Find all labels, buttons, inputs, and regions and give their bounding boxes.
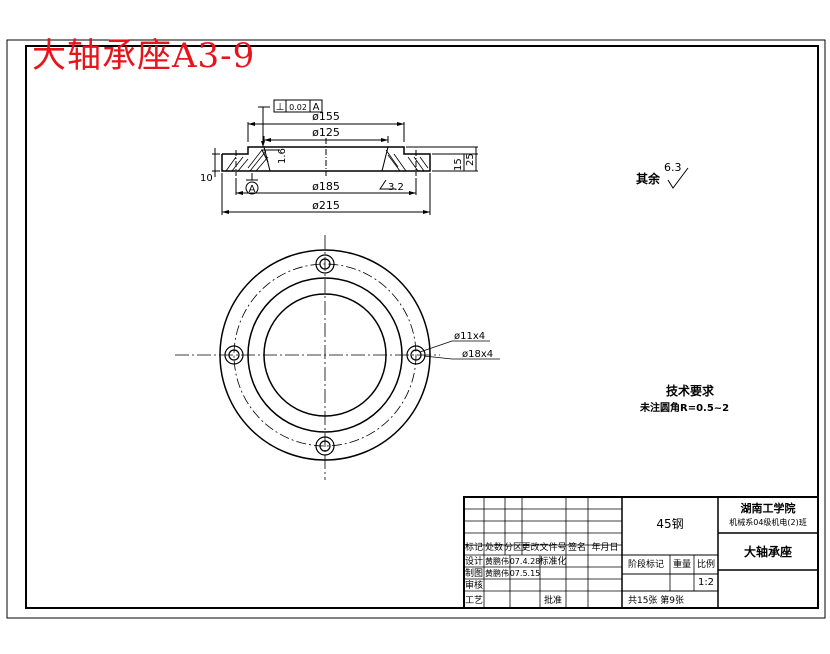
requirements-title: 技术要求 bbox=[666, 383, 715, 398]
drawing-title: 大轴承座A3-9 bbox=[32, 36, 256, 76]
tb-review: 审核 bbox=[465, 579, 483, 591]
tb-stage-mark: 阶段标记 bbox=[628, 558, 664, 570]
section-view bbox=[212, 106, 478, 215]
tb-design: 设计 bbox=[465, 555, 483, 567]
tb-h-zone: 分区 bbox=[504, 542, 522, 553]
tb-drafter-date: 07.5.15 bbox=[510, 569, 541, 578]
tb-design-name: 黄鹏伟 bbox=[485, 556, 509, 566]
tb-h-sign: 签名 bbox=[568, 541, 586, 553]
dim-d215: ø215 bbox=[312, 199, 340, 212]
tb-h-date: 年月日 bbox=[591, 541, 618, 553]
plan-view bbox=[175, 235, 500, 480]
hole-label-small: ø11x4 bbox=[454, 331, 485, 342]
tb-approve: 批准 bbox=[544, 594, 562, 606]
tb-h-count: 处数 bbox=[485, 541, 503, 553]
tolerance-datum: A bbox=[313, 102, 320, 113]
hole-label-large: ø18x4 bbox=[462, 349, 493, 360]
dimension-arrows bbox=[222, 122, 430, 214]
surface-note-symbol bbox=[667, 167, 689, 189]
surface-note-label: 其余 bbox=[636, 171, 661, 186]
tb-drafter: 制图 bbox=[465, 567, 483, 579]
dim-d185: ø185 bbox=[312, 180, 340, 193]
roughness-32: 3.2 bbox=[388, 182, 404, 193]
dim-h15: 15 bbox=[453, 158, 464, 171]
tolerance-value: 0.02 bbox=[289, 103, 307, 112]
tb-h-doc: 更改文件号 bbox=[521, 541, 566, 553]
bolt-hole-bottom bbox=[315, 436, 335, 456]
tolerance-frame: ⊥ 0.02 A bbox=[273, 99, 323, 113]
requirements-line1: 未注圆角R=0.5~2 bbox=[639, 401, 729, 414]
tb-design-date: 07.4.28 bbox=[510, 557, 541, 566]
tb-class: 机械系04级机电(2)班 bbox=[729, 517, 807, 527]
tb-drafter-name: 黄鹏伟 bbox=[485, 568, 509, 578]
tb-h-mark: 标记 bbox=[465, 541, 483, 553]
tb-weight: 重量 bbox=[673, 558, 691, 570]
tb-scale-value: 1:2 bbox=[698, 577, 714, 588]
hatch-left bbox=[225, 149, 269, 172]
tb-scale-label: 比例 bbox=[697, 558, 715, 570]
tb-school: 湖南工学院 bbox=[741, 501, 796, 515]
tb-craft: 工艺 bbox=[465, 595, 483, 606]
tb-material: 45钢 bbox=[656, 517, 683, 531]
tb-std: 标准化 bbox=[539, 555, 566, 567]
tb-part-name: 大轴承座 bbox=[744, 544, 792, 559]
inner-border bbox=[25, 45, 819, 609]
bolt-hole-right bbox=[406, 345, 426, 365]
datum-a-label: A bbox=[249, 184, 256, 195]
tolerance-symbol: ⊥ bbox=[276, 102, 285, 113]
dim-h25: 25 bbox=[465, 153, 476, 166]
hatch-right bbox=[385, 149, 429, 172]
bolt-hole-top bbox=[315, 254, 335, 274]
surface-note-value: 6.3 bbox=[664, 161, 682, 174]
dim-d155: ø155 bbox=[312, 110, 340, 123]
dim-d125: ø125 bbox=[312, 126, 340, 139]
roughness-16: 1.6 bbox=[277, 148, 288, 164]
tb-sheets: 共15张 第9张 bbox=[628, 594, 684, 606]
bolt-hole-left bbox=[224, 345, 244, 365]
outer-border bbox=[6, 39, 826, 619]
title-block bbox=[463, 496, 819, 609]
dim-h10: 10 bbox=[200, 173, 213, 184]
